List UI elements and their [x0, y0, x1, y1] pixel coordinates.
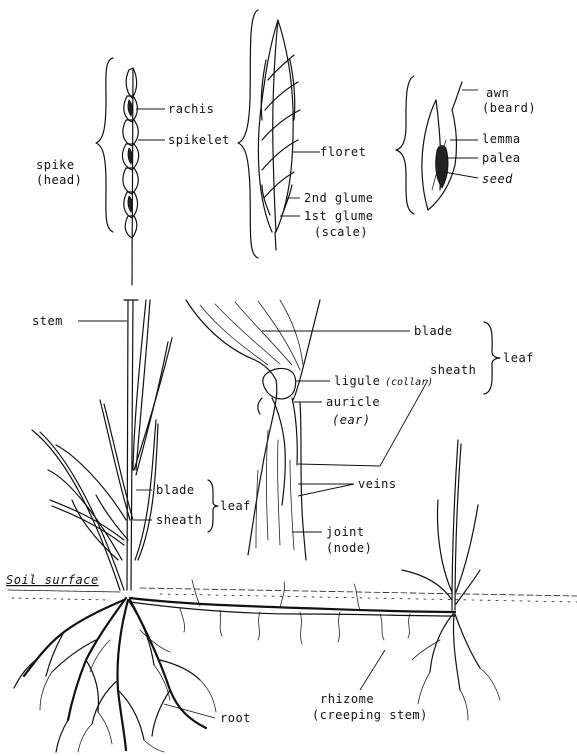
label-seed: seed [482, 172, 513, 186]
roots-drawing [14, 598, 500, 752]
seed-leader [444, 172, 478, 178]
label-scale: (scale) [314, 225, 368, 239]
spike-brace [96, 58, 113, 232]
spike-drawing [122, 68, 138, 285]
spikelet-drawing [258, 20, 300, 250]
label-glume1: 1st glume [304, 209, 374, 223]
leaf-top-brace [484, 322, 500, 394]
label-glume2: 2nd glume [304, 191, 374, 205]
label-floret: floret [320, 145, 366, 159]
label-head: (head) [36, 173, 82, 187]
plant-drawing [32, 300, 172, 590]
veins-leader-2 [298, 484, 354, 496]
label-root: root [220, 711, 251, 725]
floret-brace [396, 76, 414, 214]
label-rachis: rachis [168, 102, 214, 116]
label-veins: veins [358, 477, 397, 491]
label-node: (node) [326, 541, 372, 555]
leaf-detail-drawing [186, 300, 320, 560]
rhizome-drawing [130, 580, 455, 644]
leaf-left-brace [208, 480, 218, 532]
label-blade-left: blade [156, 483, 195, 497]
label-palea: palea [482, 151, 521, 165]
label-leaf-left: leaf [220, 499, 251, 513]
label-beard: (beard) [482, 101, 536, 115]
label-soil-surface: Soil surface [6, 573, 99, 587]
soil-surface [8, 588, 577, 602]
label-spike: spike [36, 158, 75, 172]
label-spikelet: spikelet [168, 133, 230, 147]
floret-drawing [422, 82, 462, 210]
label-ear: (ear) [332, 413, 371, 427]
rhizome-leader [360, 650, 385, 690]
label-leaf-top: leaf [503, 351, 534, 365]
label-stem: stem [32, 314, 63, 328]
label-joint: joint [326, 525, 365, 539]
label-awn: awn [486, 86, 509, 100]
label-sheath-top: sheath [430, 363, 476, 377]
spikelet-brace [238, 10, 258, 258]
label-collar: (collar) [385, 377, 433, 388]
root-leader [164, 704, 215, 718]
label-sheath-left: sheath [156, 513, 202, 527]
label-rhizome: rhizome [320, 692, 374, 706]
label-lemma: lemma [482, 132, 521, 146]
label-ligule: ligule [334, 374, 380, 388]
label-blade-top: blade [414, 324, 453, 338]
label-creeping-stem: (creeping stem) [312, 708, 428, 722]
label-auricle: auricle [326, 395, 380, 409]
small-plant-drawing [402, 440, 480, 610]
